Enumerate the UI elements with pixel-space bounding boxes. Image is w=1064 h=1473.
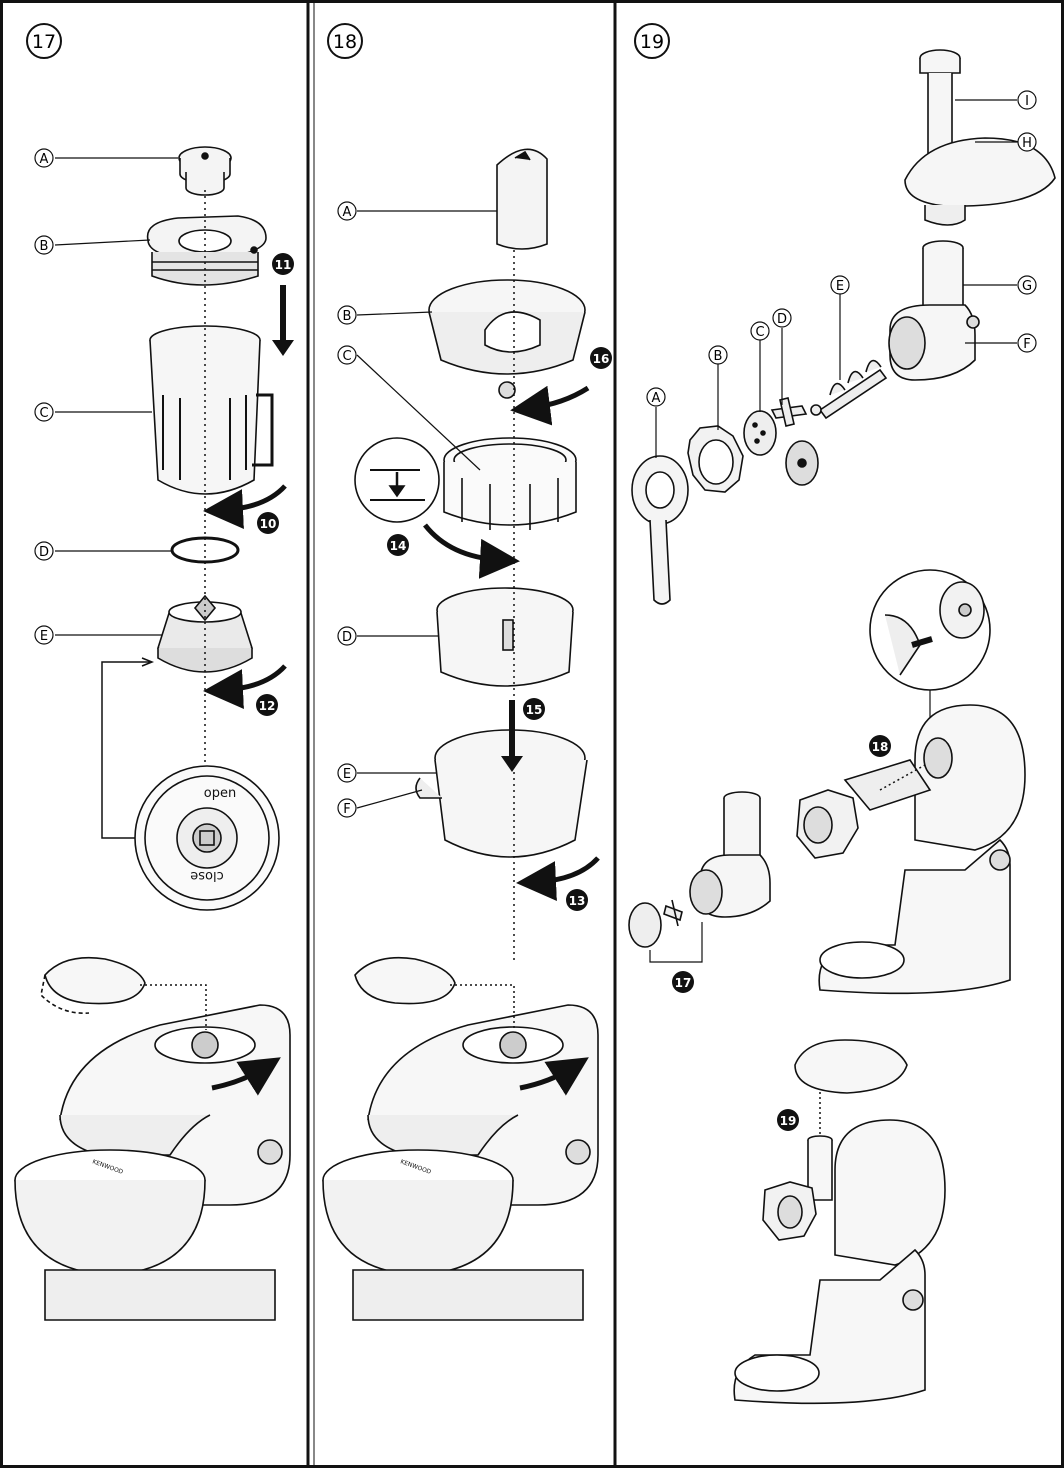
curved-arrow-icon [519,1057,589,1096]
panel-number-19: 19 [634,23,670,59]
svg-text:12: 12 [259,699,276,713]
svg-text:G: G [1022,279,1032,294]
svg-text:D: D [777,312,787,327]
lid [146,215,267,286]
svg-text:E: E [343,767,351,782]
svg-text:E: E [40,629,48,644]
label-badge: A B C D E F [337,201,357,818]
juicer-bowl [415,729,588,858]
svg-text:H: H [1022,136,1032,151]
ring-nut [687,425,744,493]
svg-text:19: 19 [780,1114,797,1128]
step-badge: 19 [777,1109,799,1131]
panel-number-18: 18 [327,23,363,59]
svg-text:open: open [204,786,236,801]
svg-text:18: 18 [872,740,889,754]
svg-text:14: 14 [390,539,407,553]
curved-arrow-icon [203,484,287,530]
stand-mixer-assembled [733,1039,946,1405]
curved-arrow-icon [203,664,287,710]
food-tray-and-pusher [904,49,1056,226]
feed-screw [810,359,888,420]
svg-text:D: D [39,545,49,560]
svg-text:A: A [652,391,661,406]
step-badge: 11 [272,253,294,275]
svg-text:A: A [343,205,352,220]
cutting-knife [770,397,808,427]
step-badge: 17 [672,971,694,993]
svg-text:19: 19 [640,31,664,53]
zoom-callout-icon [869,569,991,691]
svg-text:A: A [40,152,49,167]
reamer-bowl [436,587,574,687]
svg-text:B: B [40,239,49,254]
step-badge: 16 [590,347,612,369]
panel-18: 18 [322,23,612,1321]
stand-mixer-with-mincer [796,704,1026,995]
panel-17: 17 [14,23,294,1321]
step-badge: 12 [256,694,278,716]
svg-text:C: C [342,349,351,364]
mincing-screen [743,410,777,456]
svg-text:16: 16 [593,352,610,366]
panel-number-17: 17 [26,23,62,59]
label-badge: A B C D E [34,148,54,645]
svg-text:E: E [836,279,844,294]
svg-text:I: I [1025,94,1029,109]
lid-cap [178,146,232,196]
curved-arrow-icon [423,523,520,579]
step-badge: 15 [523,698,545,720]
down-arrow-icon [272,285,294,356]
curved-arrow-icon [510,385,590,426]
down-arrow-icon [501,700,523,772]
spanner [631,455,689,605]
mincer-assembly [628,791,771,948]
svg-text:D: D [342,630,352,645]
svg-text:C: C [755,325,764,340]
svg-text:B: B [714,349,723,364]
mincer-body [888,240,980,381]
panel-19: 19 [628,23,1056,1405]
juicer-lid [428,279,586,399]
svg-text:C: C [39,406,48,421]
curved-arrow-icon [516,856,600,902]
blade-base-underside: open close [134,765,280,911]
filter-basket [443,437,577,530]
stand-mixer: KENWOOD [322,956,599,1321]
svg-text:17: 17 [675,976,692,990]
stand-mixer: KENWOOD [14,956,291,1321]
step-badge: 14 [387,534,409,556]
svg-text:close: close [190,868,223,883]
svg-text:13: 13 [569,894,586,908]
svg-text:18: 18 [333,31,357,53]
step-badge: 13 [566,889,588,911]
svg-text:10: 10 [260,517,277,531]
step-badge: 10 [257,512,279,534]
label-badge: I H G F E D C B A [646,90,1037,407]
svg-text:F: F [1023,337,1030,352]
svg-text:F: F [343,802,350,817]
svg-text:17: 17 [32,31,56,53]
food-pusher [496,148,548,250]
curved-arrow-icon [211,1057,281,1096]
zoom-callout-icon [354,437,440,523]
step-badge: 18 [869,735,891,757]
blender-jug [149,325,274,495]
mincing-screen-alt [785,440,819,486]
svg-text:15: 15 [526,703,543,717]
svg-text:11: 11 [275,258,292,272]
svg-text:B: B [343,309,352,324]
